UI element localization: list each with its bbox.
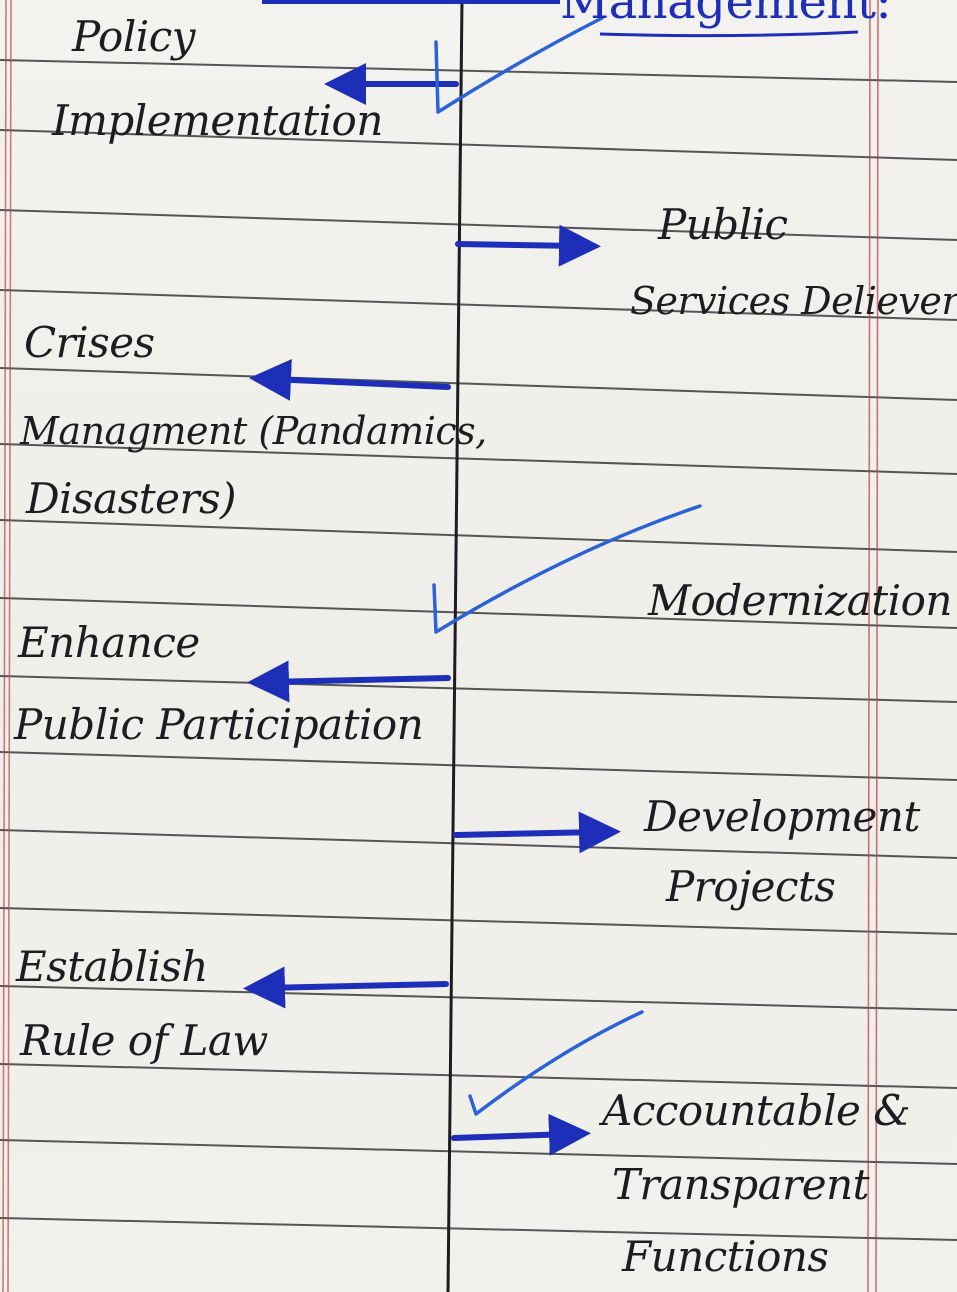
arrow-left-crises [249, 358, 451, 401]
arrow-left-law [243, 966, 449, 1009]
right-item-accountable-line3: Functions [622, 1232, 829, 1281]
right-item-accountable-line1: Accountable & [602, 1086, 911, 1135]
left-item-policy-line2: Implementation [52, 96, 383, 145]
right-item-modern-line1: Modernization [648, 576, 952, 625]
left-item-law-line2: Rule of Law [20, 1016, 268, 1065]
center-divider [446, 0, 464, 1292]
right-item-development-line1: Development [644, 792, 920, 841]
left-item-crises-line1: Crises [24, 318, 155, 367]
left-item-crises-line2: Managment (Pandamics, [20, 409, 487, 453]
left-item-participation-line1: Enhance [18, 618, 200, 667]
check-mark-icon [432, 504, 702, 634]
arrow-right-accountable [451, 1113, 591, 1156]
arrow-right-development [453, 811, 621, 854]
arrow-left-participation [247, 660, 451, 703]
left-item-law-line1: Establish [16, 942, 209, 991]
check-mark-icon [468, 1010, 644, 1116]
left-item-crises-line3: Disasters) [26, 474, 237, 523]
left-item-policy-line1: Policy [72, 12, 195, 61]
right-item-accountable-line2: Transparent [612, 1160, 870, 1209]
right-item-development-line2: Projects [666, 862, 836, 911]
left-item-participation-line2: Public Participation [14, 700, 424, 749]
right-item-services-line2: Services Delievery [630, 279, 957, 323]
right-item-services-line1: Public [658, 200, 788, 249]
arrow-right-services [455, 224, 601, 267]
check-mark-icon [434, 16, 604, 114]
section-heading: Management: [560, 0, 892, 30]
